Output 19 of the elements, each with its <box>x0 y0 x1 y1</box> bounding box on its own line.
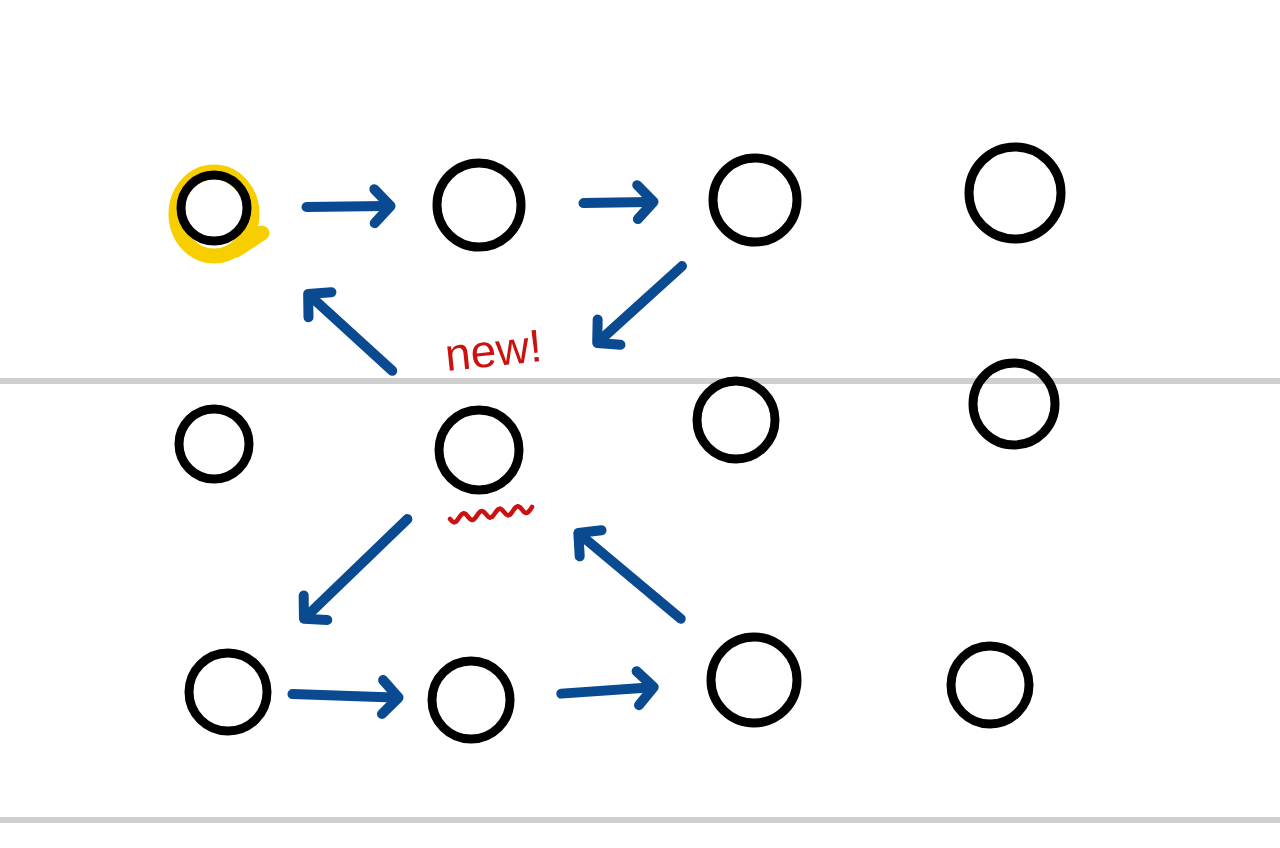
arrow <box>592 261 687 350</box>
arrow <box>573 525 686 624</box>
arrow <box>556 666 659 711</box>
circle <box>964 142 1066 244</box>
circle <box>706 632 802 728</box>
circle <box>708 153 802 247</box>
arrow <box>303 287 398 376</box>
circle <box>692 376 780 464</box>
arrow <box>287 675 404 720</box>
circle <box>174 404 254 484</box>
arrow <box>301 184 396 229</box>
note-text: new! <box>447 329 540 371</box>
circle <box>432 158 526 252</box>
circle <box>968 358 1060 450</box>
circle <box>427 656 515 744</box>
arrow <box>298 514 413 625</box>
circle <box>946 641 1034 729</box>
circle <box>184 648 272 736</box>
circle <box>176 170 252 246</box>
